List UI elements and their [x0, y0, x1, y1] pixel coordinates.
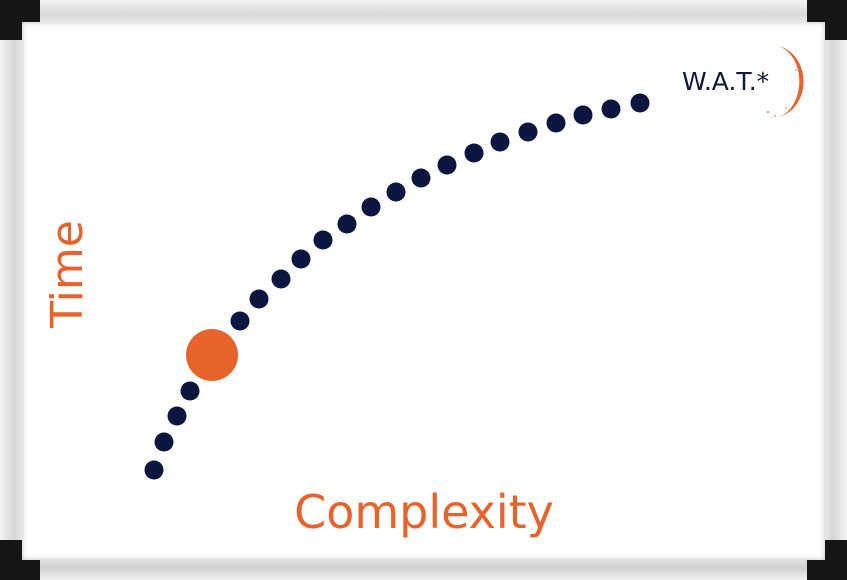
x-axis-label: Complexity	[294, 485, 554, 539]
curve-dot	[437, 155, 457, 175]
frame-bottom	[38, 556, 809, 580]
curve-dot	[411, 168, 431, 188]
curve-dot	[337, 214, 357, 234]
curve-dot	[249, 289, 269, 309]
curve-dot	[386, 182, 406, 202]
curve-dot	[630, 93, 650, 113]
curve-dot	[546, 113, 566, 133]
curve-dot	[601, 99, 621, 119]
curve-dot	[361, 197, 381, 217]
dotted-curve	[144, 93, 650, 480]
curve-dot	[464, 143, 484, 163]
curve-dot	[180, 381, 200, 401]
frame-left	[0, 30, 24, 550]
curve-dot	[144, 460, 164, 480]
curve-dot	[313, 230, 333, 250]
curve-dot	[490, 132, 510, 152]
curve-dot	[518, 122, 538, 142]
curve-dot	[167, 406, 187, 426]
highlight-point	[186, 329, 238, 381]
frame-right	[823, 30, 847, 550]
curve-dot	[230, 311, 250, 331]
brand-label: W.A.T.*	[682, 67, 769, 96]
curve-dot	[573, 105, 593, 125]
y-axis-label: Time	[42, 220, 93, 329]
frame-top	[38, 0, 809, 24]
crescent-moon-icon	[766, 46, 804, 118]
curve-dot	[291, 249, 311, 269]
curve-dot	[271, 269, 291, 289]
curve-dot	[154, 432, 174, 452]
